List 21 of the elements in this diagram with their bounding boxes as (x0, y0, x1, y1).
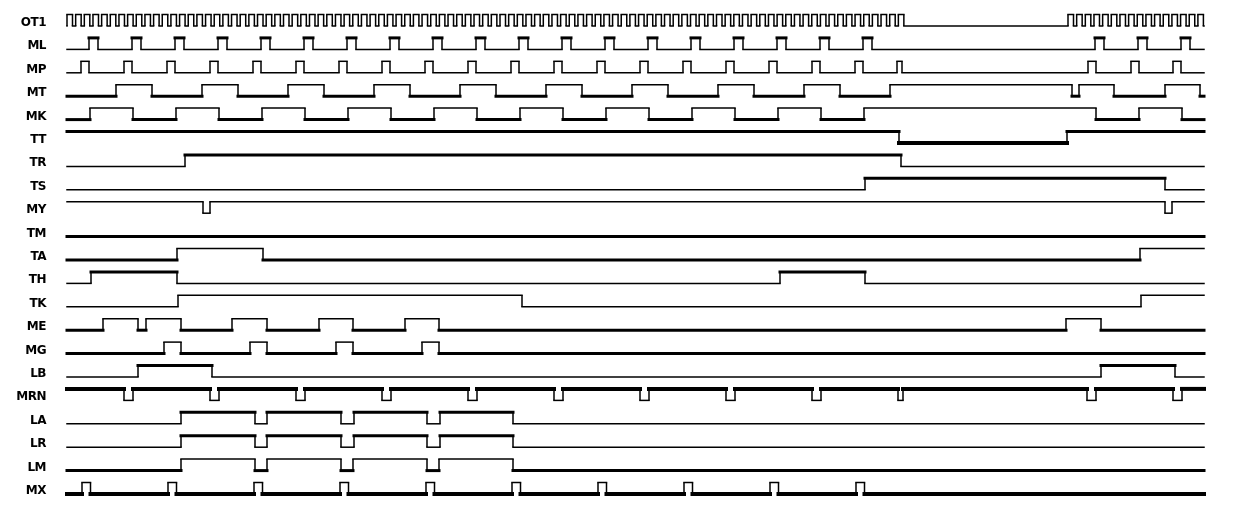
signal-name: ME (25, 319, 46, 334)
signal-name: MRN (15, 389, 46, 404)
signal-name: ML (26, 38, 46, 53)
signal-name: LM (26, 459, 46, 474)
signal-name: TA (29, 249, 46, 263)
signal-name: MX (24, 483, 46, 497)
signal-name: MG (24, 342, 46, 357)
signal-name: MT (25, 85, 46, 100)
signal-name: MP (25, 61, 46, 76)
signal-name: MY (25, 202, 46, 217)
signal-name: LR (29, 436, 46, 451)
signal-name: OT1 (19, 15, 46, 29)
signal-name: MK (24, 108, 46, 123)
signal-name: TM (25, 225, 46, 240)
signal-name: LB (29, 366, 46, 380)
signal-name: LA (29, 412, 46, 427)
signal-name: TH (27, 272, 46, 287)
signal-name: TT (29, 132, 46, 146)
signal-name: TS (29, 178, 46, 193)
signal-name: TR (28, 155, 46, 170)
signal-name: TK (28, 295, 46, 310)
